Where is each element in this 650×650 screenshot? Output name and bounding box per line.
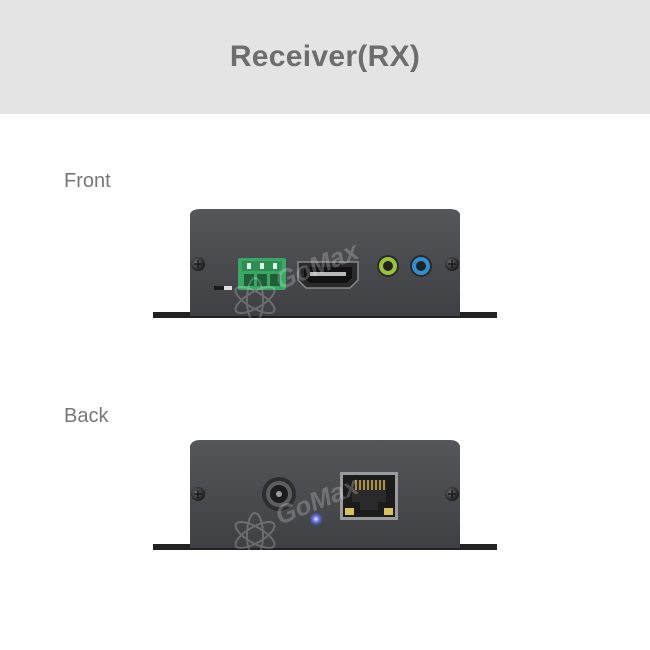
front-device [0, 200, 650, 330]
rj45-ethernet-port [340, 472, 398, 520]
back-label: Back [64, 405, 109, 427]
front-label: Front [64, 170, 111, 192]
device-body [190, 440, 460, 548]
ir-sensor-slot [214, 286, 232, 290]
audio-jack-blue [410, 255, 432, 277]
screw-icon [191, 257, 205, 271]
back-device [0, 430, 650, 560]
terminal-block-connector [238, 258, 286, 290]
screw-icon [445, 257, 459, 271]
power-led-icon [309, 512, 323, 526]
page-title: Receiver(RX) [229, 40, 421, 73]
screw-icon [191, 487, 205, 501]
ir-sensor-window [224, 286, 232, 290]
front-device-illustration [153, 209, 497, 318]
audio-jack-green [377, 255, 399, 277]
back-device-illustration [153, 440, 497, 550]
screw-icon [445, 487, 459, 501]
hdmi-port [297, 261, 359, 289]
page-header: Receiver(RX) [0, 0, 650, 114]
dc-power-jack [262, 477, 296, 511]
